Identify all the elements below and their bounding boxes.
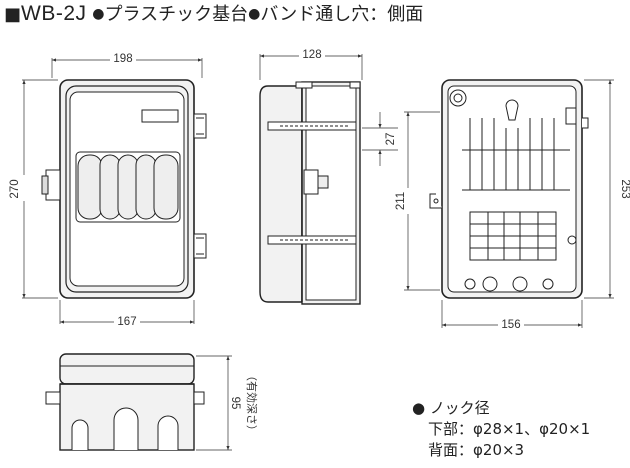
knockout-notes: ● ノック径 下部：φ28×1、φ20×1 背面：φ20×3	[412, 398, 590, 461]
dim-front-width-top: 198	[113, 53, 132, 65]
feature-plastic-base: プラスチック基台	[104, 4, 249, 25]
bullet-icon: ●	[412, 399, 426, 417]
title-square-icon: ■	[4, 4, 22, 25]
front-view	[41, 79, 207, 299]
dim-side-depth: 128	[302, 49, 321, 61]
feature-band-hole: バンド通し穴：側面	[260, 4, 424, 25]
notes-line-back: 背面：φ20×3	[428, 441, 525, 459]
bottom-view	[45, 353, 205, 451]
dim-rear-mount-height: 211	[395, 192, 407, 210]
notes-heading: ノック径	[429, 399, 490, 417]
dim-bottom-depth: 95	[229, 397, 241, 410]
bullet-icon: ●	[248, 6, 261, 22]
notes-heading-row: ● ノック径	[412, 398, 590, 419]
side-dimension-lines	[259, 54, 398, 166]
rear-view	[429, 79, 589, 299]
model-number: WB-2J	[21, 2, 87, 25]
dim-bottom-depth-note: （有効深さ）	[245, 370, 259, 436]
dim-rear-height: 253	[619, 179, 630, 198]
notes-line-bottom: 下部：φ28×1、φ20×1	[428, 420, 591, 438]
dim-front-height: 270	[9, 179, 21, 198]
page-title: ■WB-2J ●プラスチック基台●バンド通し穴：側面	[4, 2, 423, 27]
dim-rear-width: 156	[501, 319, 520, 331]
rear-ribs	[462, 118, 570, 191]
bullet-icon: ●	[92, 6, 105, 22]
dim-side-slot: 27	[385, 133, 397, 146]
dim-front-width-bottom: 167	[117, 316, 136, 328]
breaker-modules	[75, 151, 181, 223]
bottom-dimension-lines	[196, 355, 232, 451]
side-view	[259, 81, 361, 305]
